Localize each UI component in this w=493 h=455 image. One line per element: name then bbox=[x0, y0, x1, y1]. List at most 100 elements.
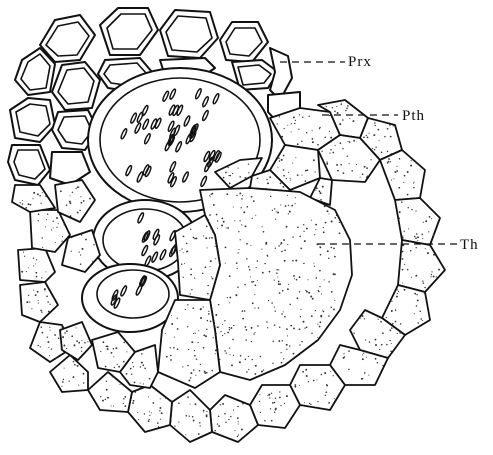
stipple-dot bbox=[295, 157, 296, 158]
stipple-dot bbox=[28, 295, 29, 296]
stipple-dot bbox=[302, 371, 304, 373]
stipple-dot bbox=[224, 413, 226, 415]
stipple-dot bbox=[149, 419, 150, 420]
stipple-dot bbox=[254, 332, 255, 333]
stipple-dot bbox=[80, 196, 81, 197]
stipple-dot bbox=[184, 263, 185, 264]
stipple-dot bbox=[296, 279, 298, 281]
stipple-dot bbox=[213, 324, 215, 326]
stipple-dot bbox=[233, 325, 234, 326]
stipple-dot bbox=[299, 276, 301, 278]
stipple-dot bbox=[392, 323, 394, 325]
stipple-dot bbox=[255, 373, 257, 375]
stipple-dot bbox=[238, 231, 239, 232]
stipple-dot bbox=[267, 395, 268, 396]
stipple-dot bbox=[159, 410, 160, 411]
stipple-dot bbox=[174, 337, 175, 338]
stipple-dot bbox=[214, 430, 216, 432]
stipple-dot bbox=[242, 310, 244, 312]
stipple-dot bbox=[246, 243, 248, 245]
stipple-dot bbox=[42, 192, 43, 193]
stipple-dot bbox=[404, 231, 405, 232]
stipple-dot bbox=[21, 271, 23, 273]
stipple-dot bbox=[390, 350, 392, 352]
stipple-dot bbox=[113, 348, 115, 350]
stipple-dot bbox=[259, 394, 260, 395]
stipple-dot bbox=[431, 274, 432, 275]
stipple-dot bbox=[165, 397, 167, 399]
stipple-dot bbox=[250, 276, 251, 277]
small-oval-cell bbox=[82, 264, 178, 332]
stipple-dot bbox=[153, 402, 155, 404]
stipple-dot bbox=[62, 327, 63, 328]
stipple-dot bbox=[46, 219, 47, 220]
stipple-dot bbox=[232, 339, 234, 341]
stipple-dot bbox=[242, 318, 244, 320]
stipple-dot bbox=[245, 225, 247, 227]
stipple-dot bbox=[233, 409, 234, 410]
stipple-dot bbox=[315, 190, 316, 191]
stipple-dot bbox=[230, 416, 231, 417]
stipple-dot bbox=[353, 140, 355, 142]
stipple-dot bbox=[389, 161, 391, 163]
stipple-dot bbox=[157, 422, 159, 424]
stipple-dot bbox=[58, 337, 60, 339]
stipple-dot bbox=[49, 304, 50, 305]
stipple-dot bbox=[252, 218, 253, 219]
stipple-dot bbox=[286, 344, 288, 346]
stipple-dot bbox=[31, 308, 32, 309]
stipple-dot bbox=[223, 221, 225, 223]
stipple-dot bbox=[306, 228, 308, 230]
stipple-dot bbox=[260, 412, 261, 413]
stipple-dot bbox=[404, 264, 405, 265]
stipple-dot bbox=[431, 271, 432, 272]
stipple-dot bbox=[53, 227, 54, 228]
stipple-dot bbox=[89, 265, 90, 266]
stipple-dot bbox=[289, 304, 291, 306]
stipple-dot bbox=[106, 346, 108, 348]
stipple-dot bbox=[292, 163, 293, 164]
stipple-dot bbox=[275, 398, 276, 399]
stipple-dot bbox=[317, 324, 318, 325]
stipple-dot bbox=[276, 211, 277, 212]
stipple-dot bbox=[281, 352, 282, 353]
stipple-dot bbox=[40, 202, 41, 203]
stipple-dot bbox=[278, 281, 280, 283]
stipple-dot bbox=[124, 405, 126, 407]
stipple-dot bbox=[213, 337, 214, 338]
stipple-dot bbox=[190, 229, 191, 230]
stipple-dot bbox=[375, 358, 377, 360]
stipple-dot bbox=[280, 405, 281, 406]
stipple-dot bbox=[307, 279, 308, 280]
stipple-dot bbox=[340, 142, 342, 144]
stipple-dot bbox=[281, 340, 282, 341]
stipple-dot bbox=[430, 276, 431, 277]
stipple-dot bbox=[225, 263, 226, 264]
stipple-dot bbox=[377, 129, 379, 131]
stipple-dot bbox=[401, 201, 403, 203]
stipple-dot bbox=[381, 151, 383, 153]
stipple-dot bbox=[51, 348, 52, 349]
stipple-dot bbox=[195, 333, 196, 334]
stipple-dot bbox=[362, 354, 363, 355]
stipple-dot bbox=[212, 232, 213, 233]
stipple-dot bbox=[329, 131, 330, 132]
stipple-dot bbox=[149, 411, 150, 412]
stipple-dot bbox=[74, 344, 76, 346]
stipple-dot bbox=[203, 411, 204, 412]
stipple-dot bbox=[194, 277, 195, 278]
stipple-dot bbox=[433, 234, 435, 236]
stipple-dot bbox=[311, 315, 313, 317]
stipple-dot bbox=[181, 264, 182, 265]
stipple-dot bbox=[253, 200, 255, 202]
stipple-dot bbox=[237, 286, 239, 288]
stipple-dot bbox=[29, 301, 30, 302]
stipple-dot bbox=[372, 148, 373, 149]
stipple-dot bbox=[142, 364, 144, 366]
stipple-dot bbox=[81, 202, 83, 204]
stipple-dot bbox=[363, 353, 364, 354]
stipple-dot bbox=[229, 297, 231, 299]
stipple-dot bbox=[416, 305, 418, 307]
stipple-dot bbox=[74, 364, 76, 366]
stipple-dot bbox=[364, 318, 365, 319]
